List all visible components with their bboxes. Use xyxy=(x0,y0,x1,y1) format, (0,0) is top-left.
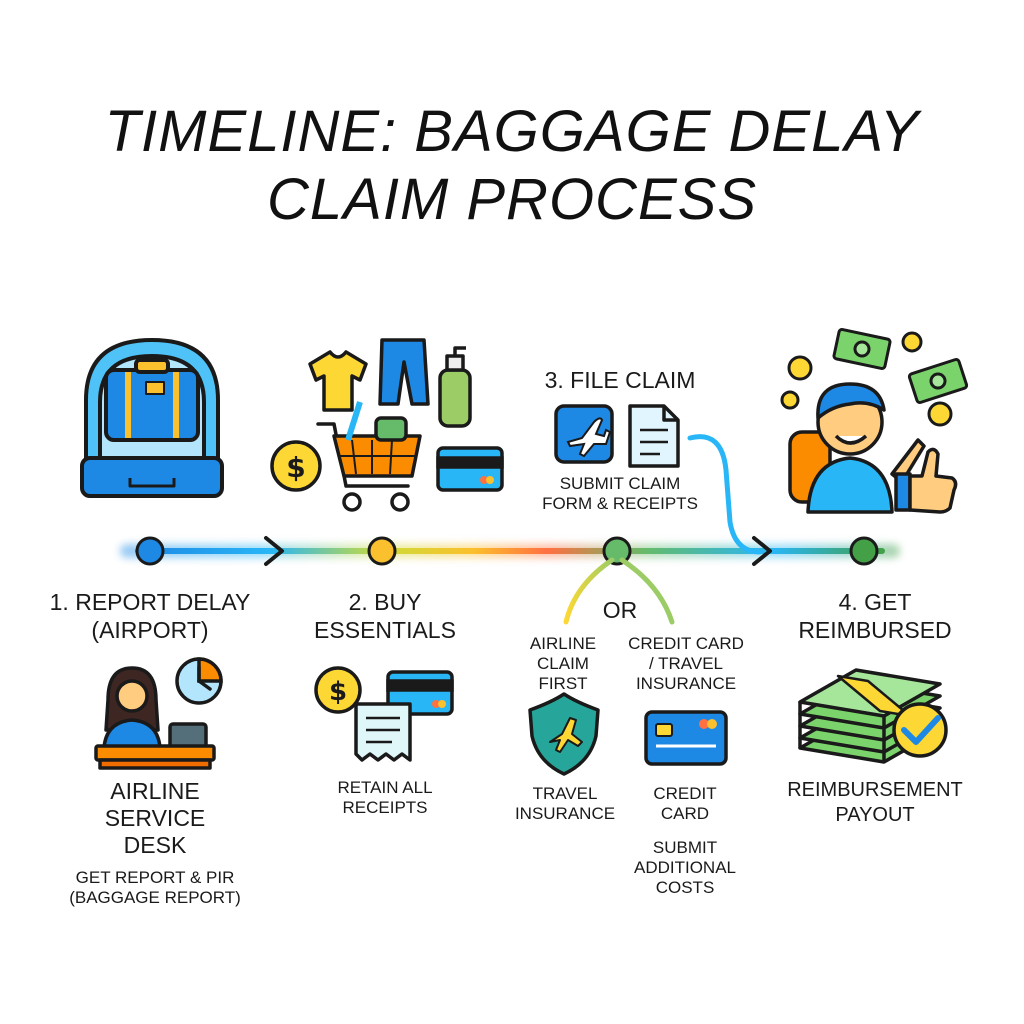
step-1-detail-sub-line: (BAGGAGE REPORT) xyxy=(69,888,241,907)
credit-card-caption-line: CARD xyxy=(660,804,710,823)
step-4-label-line-2: REIMBURSED xyxy=(798,617,952,643)
coin-dollar-sign: $ xyxy=(286,451,305,484)
submit-additional-costs-line: ADDITIONAL xyxy=(633,858,737,877)
timeline-node-1 xyxy=(135,536,165,566)
lotion-icon xyxy=(438,346,472,428)
timeline-node-4 xyxy=(849,536,879,566)
branch-left-line: CLAIM xyxy=(537,654,589,673)
branch-right-line: / TRAVEL xyxy=(648,654,723,673)
shopping-cart-icon xyxy=(316,401,422,512)
claim-document-icon xyxy=(628,404,680,468)
service-desk-agent-icon xyxy=(94,666,216,770)
step-1-detail-subtitle: GET REPORT & PIR (BAGGAGE REPORT) xyxy=(40,868,270,908)
step-2-detail-line: RETAIN ALL xyxy=(337,778,433,797)
branch-line-left xyxy=(563,557,615,625)
clock-icon xyxy=(175,657,223,705)
luggage-scanner-icon xyxy=(80,338,224,498)
coin-detail-dollar-sign: $ xyxy=(329,677,347,707)
step-1-detail-sub-line: GET REPORT & PIR xyxy=(75,868,235,887)
step-4-detail: REIMBURSEMENT PAYOUT xyxy=(770,778,980,828)
step-1-label-line-2: (AIRPORT) xyxy=(91,617,209,643)
title-line-1: TIMELINE: BAGGAGE DELAY xyxy=(104,99,920,164)
timeline-arrow-1 xyxy=(264,536,284,566)
submit-additional-costs: SUBMIT ADDITIONAL COSTS xyxy=(620,838,750,898)
airplane-app-icon xyxy=(554,404,614,464)
submit-additional-costs-line: SUBMIT xyxy=(652,838,718,857)
step-1-label: 1. REPORT DELAY (AIRPORT) xyxy=(30,588,270,644)
branch-right-line: INSURANCE xyxy=(635,674,737,693)
credit-card-icon-step2 xyxy=(436,446,504,492)
step-4-detail-line: PAYOUT xyxy=(835,804,915,826)
submit-additional-costs-line: COSTS xyxy=(655,878,715,897)
step-1-label-line-1: 1. REPORT DELAY xyxy=(49,589,251,615)
step-2-label-line-2: ESSENTIALS xyxy=(314,617,456,643)
timeline-arrow-2 xyxy=(752,536,772,566)
travel-insurance-caption-line: TRAVEL xyxy=(532,784,598,803)
travel-insurance-caption-line: INSURANCE xyxy=(514,804,616,823)
or-label: OR xyxy=(602,597,638,623)
step-1-detail-title-line: SERVICE xyxy=(104,805,206,831)
tshirt-icon xyxy=(308,350,368,412)
thumbs-up-icon xyxy=(894,447,958,514)
money-stack-icon xyxy=(798,668,942,764)
credit-card-caption: CREDIT CARD xyxy=(630,784,740,824)
money-bills-icon xyxy=(780,327,969,427)
coin-icon-detail xyxy=(314,666,362,714)
credit-card-caption-line: CREDIT xyxy=(653,784,717,803)
step-2-label: 2. BUY ESSENTIALS xyxy=(290,588,480,644)
checkmark-badge-icon xyxy=(892,702,948,758)
jeans-icon xyxy=(378,338,430,406)
branch-left-line: AIRLINE xyxy=(529,634,597,653)
step-1-detail-title-line: DESK xyxy=(123,832,187,858)
step-4-detail-line: REIMBURSEMENT xyxy=(787,779,963,801)
branch-left-label: AIRLINE CLAIM FIRST xyxy=(508,634,618,694)
diagram-title: TIMELINE: BAGGAGE DELAY CLAIM PROCESS xyxy=(0,98,1024,234)
step-3-subtitle: SUBMIT CLAIM FORM & RECEIPTS xyxy=(530,474,710,514)
step-2-detail-line: RECEIPTS xyxy=(342,798,428,817)
step-2-detail: RETAIN ALL RECEIPTS xyxy=(300,778,470,818)
timeline-node-2 xyxy=(367,536,397,566)
step-1-detail-title-line: AIRLINE xyxy=(110,778,200,804)
step-2-label-line-1: 2. BUY xyxy=(348,589,422,615)
travel-insurance-shield-icon xyxy=(528,692,600,776)
claim-connector-line xyxy=(687,434,763,555)
branch-right-label: CREDIT CARD / TRAVEL INSURANCE xyxy=(616,634,756,694)
travel-insurance-caption: TRAVEL INSURANCE xyxy=(500,784,630,824)
title-line-2: CLAIM PROCESS xyxy=(267,167,757,232)
branch-left-line: FIRST xyxy=(538,674,588,693)
step-4-label-line-1: 4. GET xyxy=(838,589,912,615)
step-1-detail-title: AIRLINE SERVICE DESK xyxy=(60,778,250,859)
step-3-subtitle-line: SUBMIT CLAIM xyxy=(559,474,681,493)
step-3-label: 3. FILE CLAIM xyxy=(544,367,696,393)
step-3-subtitle-line: FORM & RECEIPTS xyxy=(542,494,698,513)
branch-line-right xyxy=(619,557,675,625)
receipt-icon xyxy=(354,702,412,762)
credit-card-icon-step3 xyxy=(644,710,728,766)
coin-icon xyxy=(270,440,322,492)
timeline-node-3 xyxy=(602,536,632,566)
happy-traveler-icon xyxy=(788,382,926,514)
branch-right-line: CREDIT CARD xyxy=(628,634,744,653)
timeline-line xyxy=(120,544,900,558)
step-4-label: 4. GET REIMBURSED xyxy=(770,588,980,644)
